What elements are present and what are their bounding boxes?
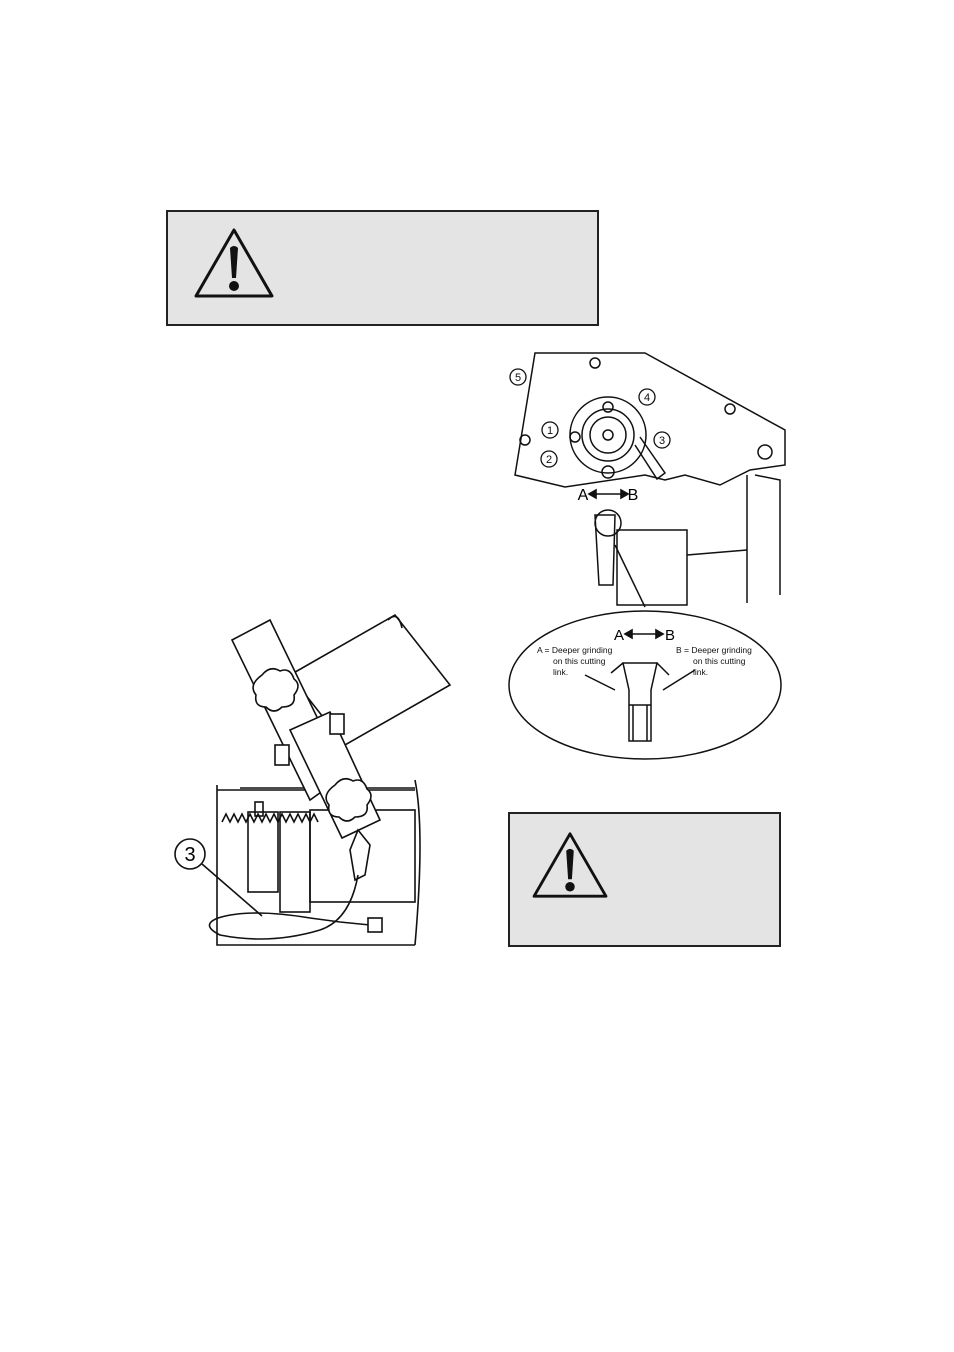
warning-box-bottom [508,812,781,947]
callout-3-label: 3 [184,844,195,866]
warning-box-top [166,210,599,326]
callout-5-label: 5 [515,372,521,384]
callout-2-label: 2 [546,454,552,466]
a-note-line2: on this cutting [553,656,606,666]
a-note-line3: link. [553,667,568,677]
grinder-side-figure: 3 [174,613,452,946]
adjust-a-label: A [578,487,589,504]
warning-triangle-icon [532,832,608,898]
a-note-line1: A = Deeper grinding [537,645,613,655]
callout-3-label: 3 [659,435,665,447]
detail-a-label: A [614,627,624,644]
detail-b-label: B [665,627,675,644]
callout-4-label: 4 [644,392,650,404]
b-note-line3: link. [693,667,708,677]
grinding-head-figure: 5 4 1 3 2 A B A B A = Deeper grinding on… [508,352,786,760]
adjust-b-label: B [628,487,639,504]
b-note-line1: B = Deeper grinding [676,645,752,655]
warning-triangle-icon [194,228,274,298]
callout-1-label: 1 [547,425,553,437]
b-note-line2: on this cutting [693,656,746,666]
